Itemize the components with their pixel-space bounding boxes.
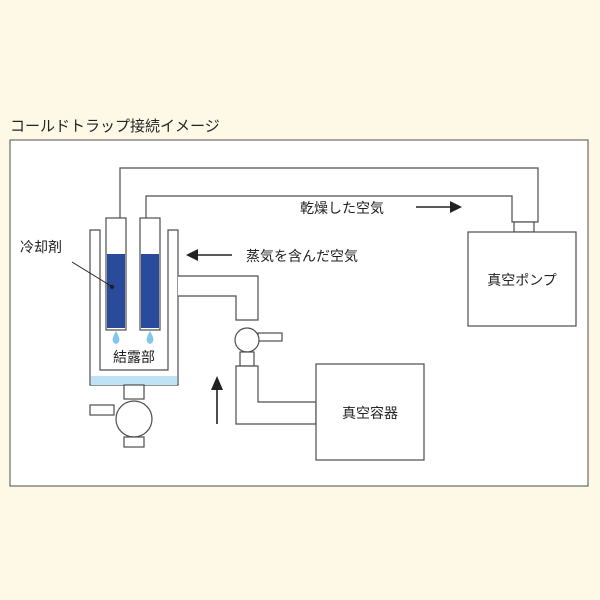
coolant-pointer-dot — [109, 284, 115, 290]
vacuum-pump-box — [467, 231, 577, 327]
coolant-fill-right — [141, 254, 159, 328]
droplet-left — [112, 331, 120, 344]
drain-outlet — [123, 436, 145, 448]
vacuum-vessel-label: 真空容器 — [342, 405, 398, 422]
drain-pipe — [123, 384, 145, 400]
coolant-fill-left — [107, 254, 125, 328]
valve-body — [234, 327, 260, 353]
condensation-label: 結露部 — [113, 350, 155, 366]
condensed-liquid — [91, 376, 177, 385]
valve-handle — [257, 332, 283, 342]
dry-air-label: 乾燥した空気 — [300, 201, 384, 217]
droplet-right — [146, 331, 154, 344]
coolant-label: 冷却剤 — [20, 240, 62, 256]
pump-inlet-connector — [513, 221, 535, 233]
vapor-air-arrow — [186, 249, 232, 261]
dry-air-arrow — [416, 201, 462, 213]
vapor-air-label: 蒸気を含んだ空気 — [246, 249, 358, 265]
valve-lower-pipe — [239, 351, 255, 367]
diagram-title: コールドトラップ接続イメージ — [10, 117, 220, 135]
drain-valve — [115, 400, 153, 438]
drain-valve-stem — [89, 404, 115, 416]
coolant-pointer-line — [71, 261, 112, 287]
vacuum-vessel-box — [315, 363, 425, 461]
vacuum-pump-label: 真空ポンプ — [487, 273, 557, 289]
inlet-elbow-pipe — [178, 275, 259, 321]
upflow-arrow — [211, 376, 223, 424]
